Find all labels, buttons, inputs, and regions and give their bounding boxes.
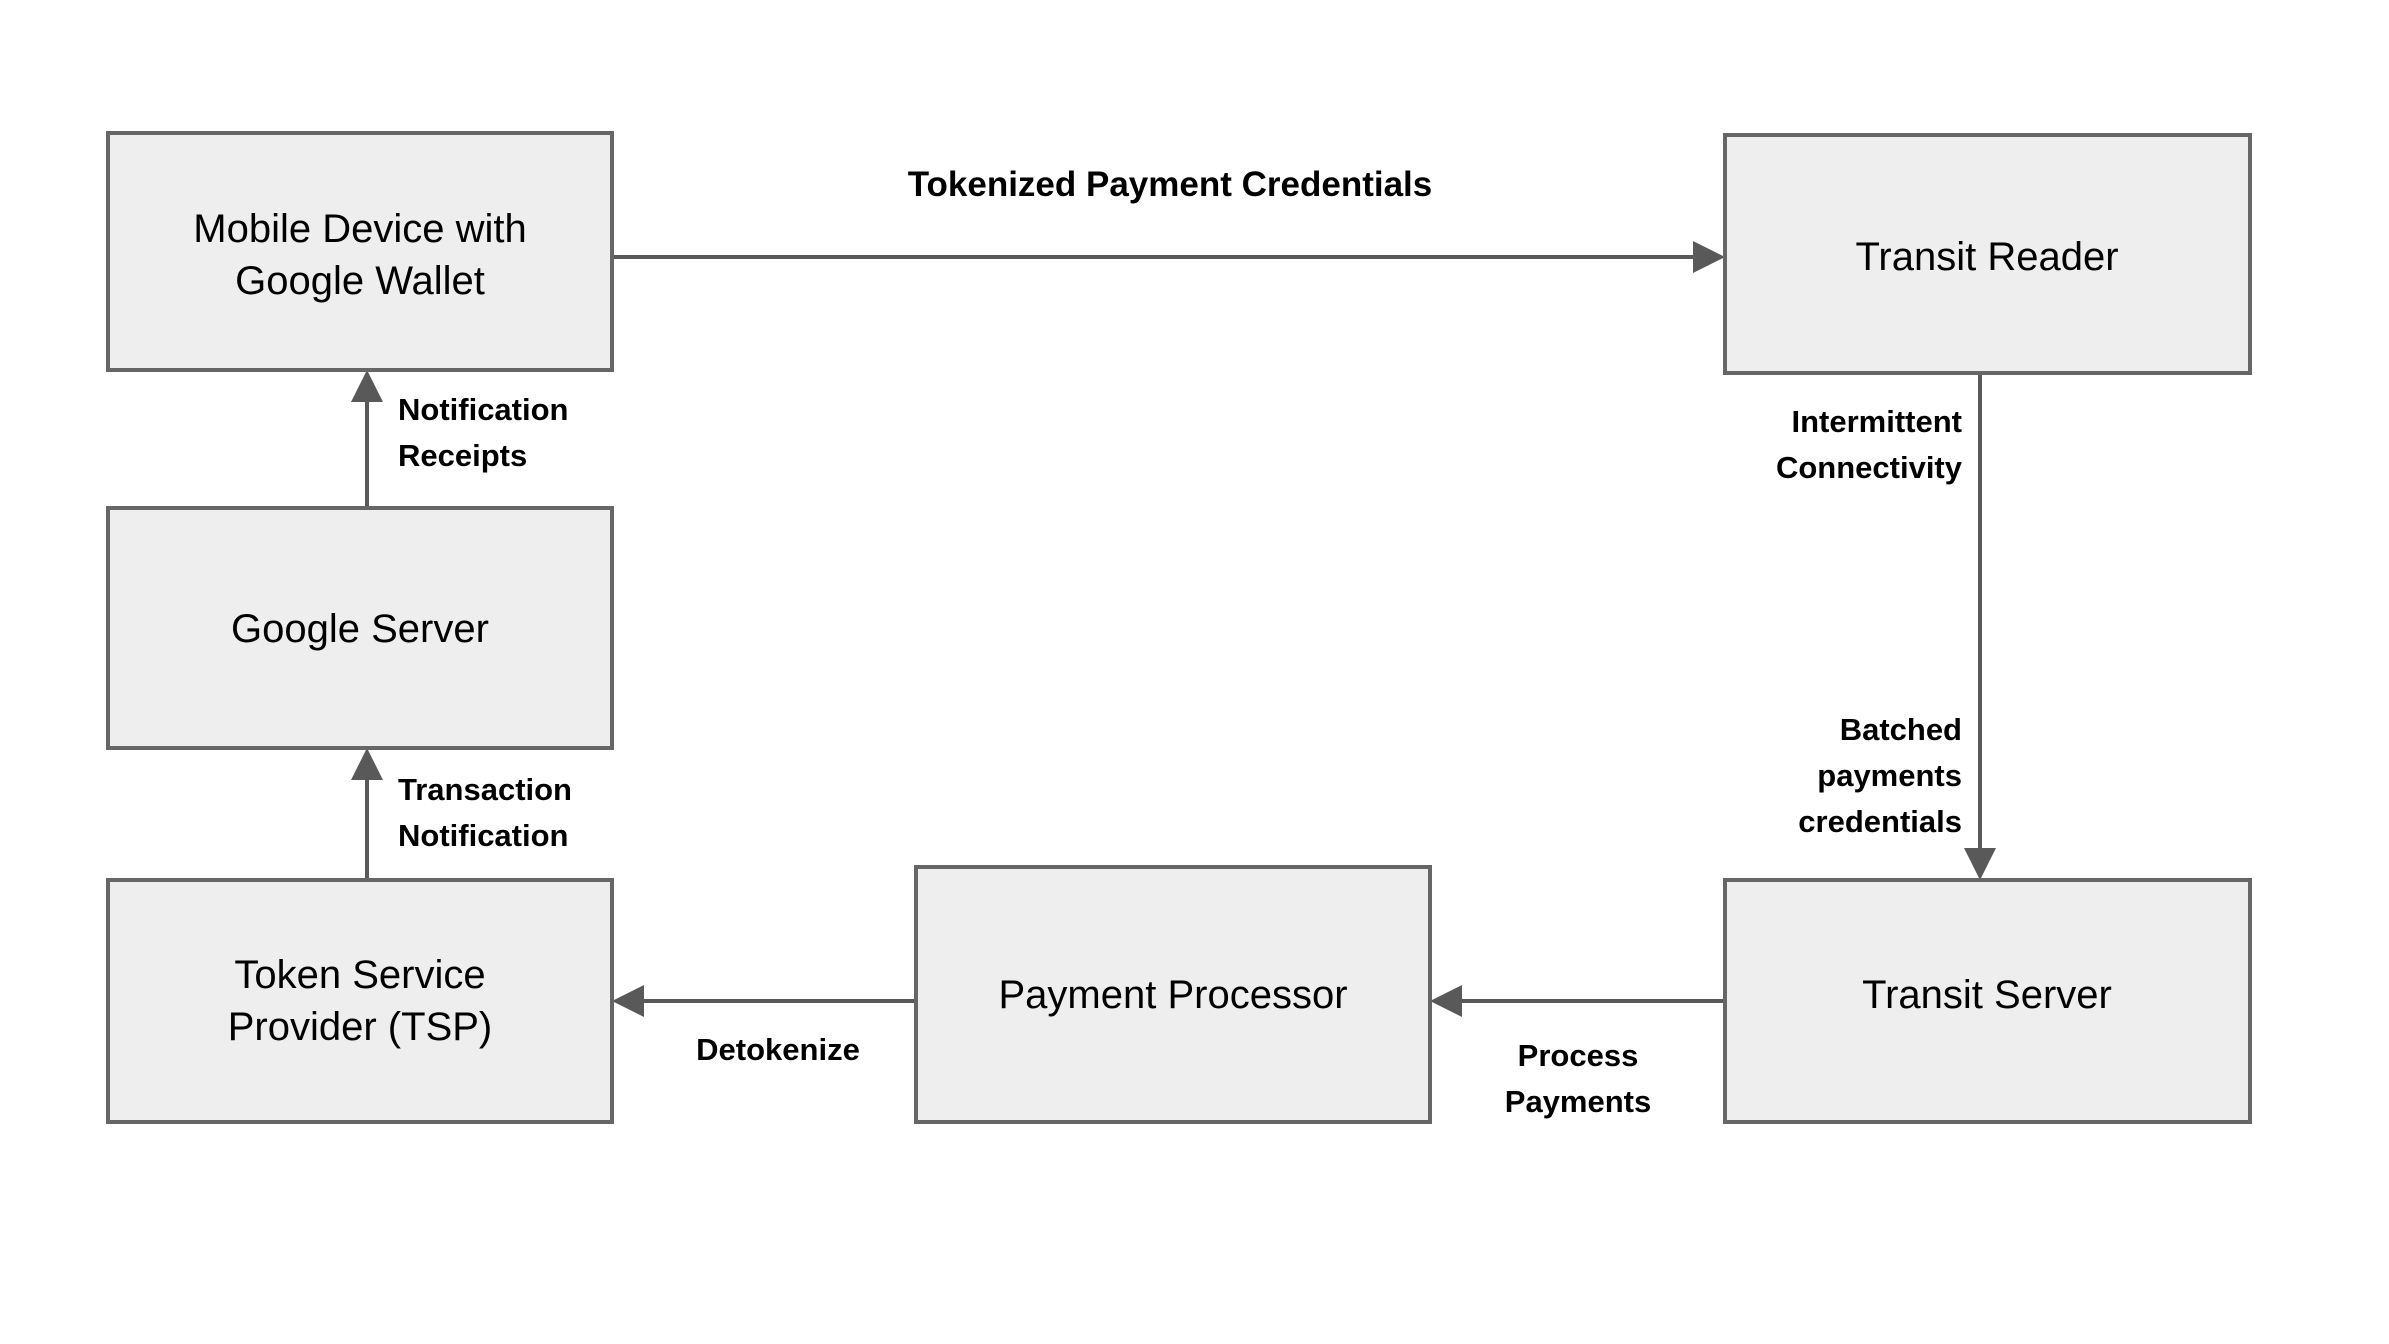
- edge-tokenized-payment-credentials: Tokenized Payment Credentials: [612, 165, 1725, 273]
- node-label-token-service-provider-line1: Token Service: [234, 953, 485, 997]
- edge-label-process-payments-line2: Payments: [1505, 1084, 1651, 1119]
- edge-process-payments: Process Payments: [1430, 985, 1725, 1119]
- node-label-mobile-device-line2: Google Wallet: [235, 259, 485, 303]
- edge-label-batched-line3: credentials: [1798, 804, 1962, 839]
- arrowhead-transaction-notification: [351, 748, 383, 780]
- node-rect-transit-server[interactable]: [1723, 878, 2252, 1124]
- node-label-token-service-provider-line2: Provider (TSP): [228, 1005, 493, 1049]
- edge-label-transaction-notification-line1: Transaction: [398, 772, 572, 807]
- edge-label-batched-line1: Batched: [1840, 712, 1962, 747]
- node-transit-server[interactable]: Transit Server: [1723, 878, 2252, 1124]
- node-rect-payment-processor[interactable]: [914, 865, 1432, 1124]
- node-payment-processor[interactable]: Payment Processor: [914, 865, 1432, 1124]
- edge-label-process-payments-line1: Process: [1518, 1038, 1639, 1073]
- node-label-payment-processor: Payment Processor: [998, 973, 1347, 1017]
- edge-label-intermittent-line1: Intermittent: [1792, 404, 1963, 439]
- arrowhead-detokenize: [612, 985, 644, 1017]
- node-label-mobile-device-line1: Mobile Device with: [193, 207, 526, 251]
- edge-transit-reader-to-transit-server: Intermittent Connectivity Batched paymen…: [1776, 373, 1996, 880]
- node-rect-mobile-device[interactable]: [106, 131, 614, 372]
- arrowhead-transit-reader-to-transit-server: [1964, 848, 1996, 880]
- edge-label-detokenize: Detokenize: [696, 1032, 860, 1067]
- edge-transaction-notification: Transaction Notification: [351, 748, 572, 880]
- node-rect-token-service-provider[interactable]: [106, 878, 614, 1124]
- arrowhead-tokenized-payment-credentials: [1693, 241, 1725, 273]
- node-token-service-provider[interactable]: Token Service Provider (TSP): [106, 878, 614, 1124]
- node-label-transit-reader: Transit Reader: [1855, 235, 2118, 279]
- arrowhead-process-payments: [1430, 985, 1462, 1017]
- node-google-server[interactable]: Google Server: [106, 506, 614, 750]
- edge-label-notification-receipts-line1: Notification: [398, 392, 569, 427]
- arrowhead-notification-receipts: [351, 370, 383, 402]
- node-transit-reader[interactable]: Transit Reader: [1723, 133, 2252, 375]
- node-label-google-server: Google Server: [231, 607, 489, 651]
- edge-detokenize: Detokenize: [612, 985, 916, 1067]
- node-rect-transit-reader[interactable]: [1723, 133, 2252, 375]
- edge-label-notification-receipts-line2: Receipts: [398, 438, 527, 473]
- edge-label-transaction-notification-line2: Notification: [398, 818, 569, 853]
- edge-label-intermittent-line2: Connectivity: [1776, 450, 1963, 485]
- edge-notification-receipts: Notification Receipts: [351, 370, 569, 508]
- node-label-transit-server: Transit Server: [1862, 973, 2112, 1017]
- node-rect-google-server[interactable]: [106, 506, 614, 750]
- edge-label-batched-line2: payments: [1817, 758, 1962, 793]
- edge-label-tokenized-payment-credentials: Tokenized Payment Credentials: [908, 165, 1433, 204]
- node-mobile-device[interactable]: Mobile Device with Google Wallet: [106, 131, 614, 372]
